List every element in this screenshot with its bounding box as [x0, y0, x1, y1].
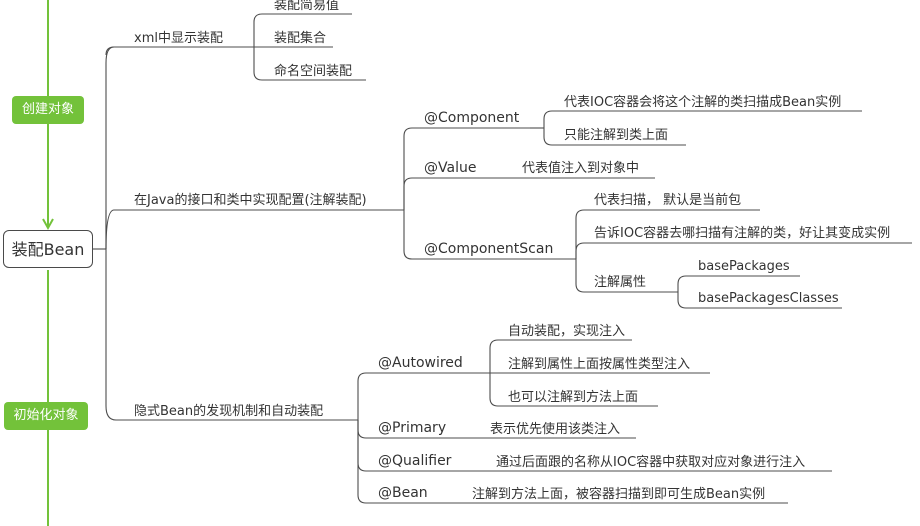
scan-line: [403, 210, 555, 260]
xml-child-3[interactable]: 命名空间装配: [274, 64, 353, 79]
scan-child-line-2: [575, 242, 912, 259]
component-label[interactable]: @Component: [424, 110, 520, 126]
autowired-child-3[interactable]: 也可以注解到方法上面: [508, 390, 639, 405]
scan-child-line-1: [575, 209, 760, 259]
xml-child-2[interactable]: 装配集合: [274, 31, 327, 46]
value-line: [403, 177, 510, 210]
autowired-child-line-3: [489, 373, 658, 407]
xml-child-1[interactable]: 装配简易值: [274, 0, 340, 13]
autowired-child-line-1: [489, 339, 632, 373]
scan-attr-line: [575, 259, 660, 293]
qualifier-child[interactable]: 通过后面跟的名称从IOC容器中获取对应对象进行注入: [496, 455, 806, 470]
xml-child-line-1: [253, 13, 352, 47]
component-child-1[interactable]: 代表IOC容器会将这个注解的类扫描成Bean实例: [564, 95, 842, 110]
scan-label[interactable]: @ComponentScan: [424, 241, 554, 257]
implicit-branch-label[interactable]: 隐式Bean的发现机制和自动装配: [134, 404, 324, 419]
attr-child-line-2: [677, 292, 842, 309]
scan-child-2[interactable]: 告诉IOC容器去哪扫描有注解的类，好让其变成实例: [594, 226, 891, 241]
create-object-tag: 创建对象: [12, 96, 84, 124]
bean-line: [357, 420, 448, 504]
implicit-branch-line: [105, 249, 338, 421]
xml-child-line-3: [253, 47, 366, 81]
scan-attr-label[interactable]: 注解属性: [594, 275, 647, 290]
attr-child-2[interactable]: basePackagesClasses: [698, 291, 839, 306]
component-child-2[interactable]: 只能注解到类上面: [564, 128, 669, 143]
autowired-line: [357, 372, 472, 420]
xml-branch-line: [105, 46, 254, 56]
component-child-line-2: [543, 128, 686, 146]
scan-child-1[interactable]: 代表扫描， 默认是当前包: [594, 193, 742, 208]
component-line: [403, 127, 530, 210]
attr-child-1[interactable]: basePackages: [698, 259, 790, 274]
autowired-label[interactable]: @Autowired: [378, 355, 463, 371]
root-node[interactable]: 装配Bean: [3, 230, 93, 268]
primary-label[interactable]: @Primary: [378, 420, 447, 436]
init-object-tag: 初始化对象: [4, 402, 88, 430]
java-branch-label[interactable]: 在Java的接口和类中实现配置(注解装配): [134, 193, 367, 208]
attr-child-line-1: [677, 275, 800, 292]
java-branch-line: [105, 209, 384, 250]
xml-branch-label[interactable]: xml中显示装配: [134, 31, 223, 46]
bean-child[interactable]: 注解到方法上面，被容器扫描到即可生成Bean实例: [472, 487, 766, 502]
autowired-child-2[interactable]: 注解到属性上面按属性类型注入: [508, 357, 691, 372]
component-child-line-1: [543, 110, 862, 128]
qualifier-label[interactable]: @Qualifier: [378, 453, 452, 469]
autowired-child-1[interactable]: 自动装配，实现注入: [508, 324, 626, 339]
flow-line: [42, 0, 54, 526]
value-label[interactable]: @Value: [424, 160, 477, 176]
bean-label[interactable]: @Bean: [378, 485, 428, 501]
primary-child[interactable]: 表示优先使用该类注入: [490, 422, 621, 437]
value-child[interactable]: 代表值注入到对象中: [522, 161, 640, 176]
